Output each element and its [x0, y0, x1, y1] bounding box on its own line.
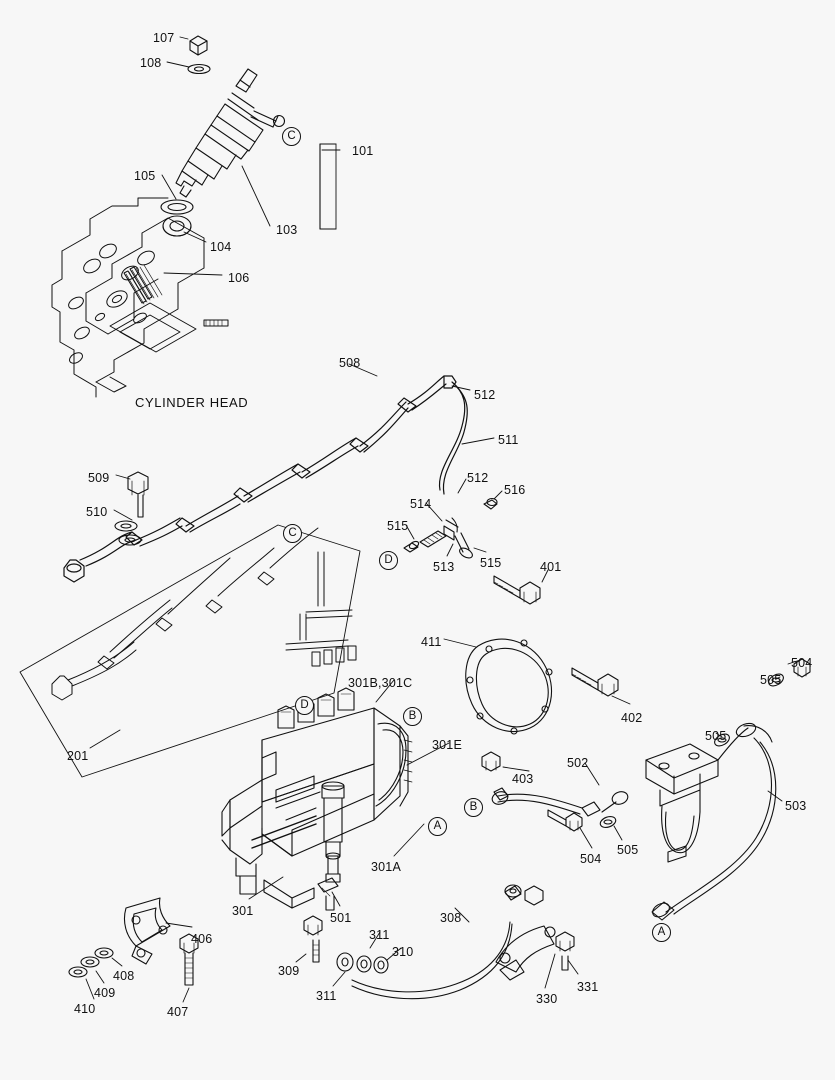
callout-516: 516	[504, 483, 526, 497]
callout-502: 502	[567, 756, 589, 770]
fuel-filter-503	[645, 722, 777, 921]
fittings-group-51x	[403, 497, 498, 559]
callout-403: 403	[512, 772, 534, 786]
callout-101: 101	[352, 144, 374, 158]
callout-411: 411	[421, 635, 442, 649]
bolt-509-510	[114, 471, 149, 546]
bracket-406	[123, 897, 171, 965]
balloon-c-injector: C	[282, 127, 301, 146]
callout-515-right: 515	[480, 556, 502, 570]
callout-301a: 301A	[371, 860, 401, 874]
callout-505-top: 505	[760, 673, 782, 687]
callout-402: 402	[621, 711, 643, 725]
pipe-set-201	[19, 524, 361, 778]
callout-515-left: 515	[387, 519, 409, 533]
callout-330: 330	[536, 992, 558, 1006]
fuel-line-508	[63, 375, 468, 583]
callout-511: 511	[498, 433, 519, 447]
callout-310: 310	[392, 945, 414, 959]
balloon-a-hose: A	[652, 923, 671, 942]
callout-501: 501	[330, 911, 352, 925]
gasket-411	[465, 638, 553, 735]
cylinder-head-block	[51, 197, 229, 398]
washers-bolts-40x	[68, 933, 199, 986]
callout-309: 309	[278, 964, 300, 978]
balloon-b-pump: B	[403, 707, 422, 726]
callout-104: 104	[210, 240, 232, 254]
callout-509: 509	[88, 471, 110, 485]
callout-108: 108	[140, 56, 162, 70]
leader-lines	[85, 36, 801, 1003]
balloon-c-pipeset: C	[283, 524, 302, 543]
callout-510: 510	[86, 505, 108, 519]
callout-301: 301	[232, 904, 254, 918]
callout-410: 410	[74, 1002, 96, 1016]
callout-508: 508	[339, 356, 361, 370]
line-308-group	[303, 884, 522, 1000]
callout-513: 513	[433, 560, 455, 574]
callout-504-top: 504	[791, 656, 813, 670]
callout-503: 503	[785, 799, 807, 813]
callout-105: 105	[134, 169, 156, 183]
cylinder-head-label: CYLINDER HEAD	[135, 395, 249, 410]
callout-512-mid: 512	[467, 471, 489, 485]
bracket-330	[495, 885, 575, 981]
callout-311-bottom: 311	[316, 989, 337, 1003]
callout-406: 406	[191, 932, 213, 946]
callout-103: 103	[276, 223, 298, 237]
balloon-b-line: B	[464, 798, 483, 817]
injector-assembly	[160, 35, 337, 237]
callout-504-bottom: 504	[580, 852, 602, 866]
line-502	[491, 787, 629, 832]
callout-407: 407	[167, 1005, 189, 1019]
callout-505-bottom: 505	[617, 843, 639, 857]
balloon-a-pump: A	[428, 817, 447, 836]
callout-331: 331	[577, 980, 599, 994]
callout-308: 308	[440, 911, 462, 925]
callout-505-mid: 505	[705, 729, 727, 743]
callout-107: 107	[153, 31, 175, 45]
callout-409: 409	[94, 986, 116, 1000]
callout-514: 514	[410, 497, 432, 511]
callout-106: 106	[228, 271, 250, 285]
balloon-d-pump: D	[295, 696, 314, 715]
callout-301b-301c: 301B,301C	[348, 676, 413, 690]
callout-201: 201	[67, 749, 89, 763]
balloon-d-fitting: D	[379, 551, 398, 570]
callout-401: 401	[540, 560, 562, 574]
injection-pump	[221, 687, 413, 911]
callout-408: 408	[113, 969, 135, 983]
callout-512-top: 512	[474, 388, 496, 402]
callout-301e: 301E	[432, 738, 462, 752]
callout-311-top: 311	[369, 928, 390, 942]
bolts-401-402	[481, 575, 619, 772]
